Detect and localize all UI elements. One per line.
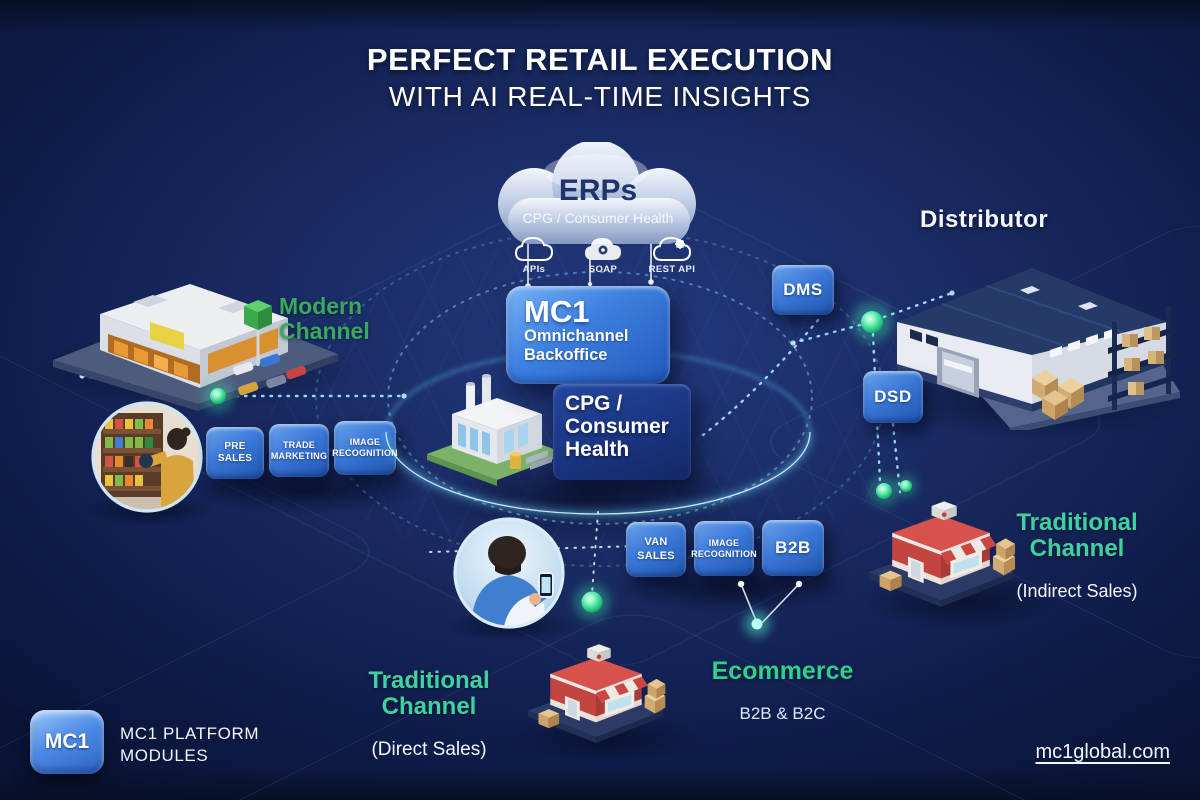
channel-sign-icon (244, 300, 272, 366)
cloud-gear-icon (652, 236, 692, 261)
cpg-consumer-health-box: CPG / Consumer Health (553, 384, 691, 480)
label-subtitle: (Direct Sales) (371, 738, 487, 760)
module-b2b: B2B (762, 520, 824, 576)
mc1-product-line2: Backoffice (524, 345, 608, 364)
title-line1: PERFECT RETAIL EXECUTION (366, 42, 834, 77)
module-van-sales: VAN SALES (626, 522, 686, 577)
mc1-brand: MC1 (524, 294, 590, 329)
label-title: Traditional Channel (368, 666, 490, 720)
erp-cloud: ERPs CPG / Consumer Health (468, 142, 728, 250)
integration-apis: APIs (505, 236, 563, 275)
merchandiser-photo-badge (91, 401, 203, 513)
mc1-logo-text: MC1 (44, 730, 90, 753)
label-modern-channel: Modern Channel (279, 293, 370, 345)
label-traditional-indirect: Traditional Channel (Indirect Sales) (988, 492, 1166, 619)
cloud-icon (514, 236, 554, 261)
cloud-gear-icon (585, 238, 621, 260)
integration-rest-api: REST API (643, 236, 701, 275)
mc1-backoffice-box: MC1 Omnichannel Backoffice (506, 286, 670, 384)
module-image-recognition-left: IMAGE RECOGNITION (332, 421, 398, 475)
label-title: Ecommerce (711, 656, 854, 685)
erp-cloud-title: ERPs (558, 174, 638, 207)
title-line2: WITH AI REAL-TIME INSIGHTS (388, 81, 812, 112)
label-subtitle: B2B & B2C (739, 703, 826, 723)
sales-rep-photo-badge (453, 517, 565, 629)
mc1-product-line1: Omnichannel (524, 327, 629, 345)
module-dsd: DSD (863, 371, 923, 423)
module-dms: DMS (772, 265, 834, 315)
integration-methods: APIs SOAP REST API (505, 236, 701, 275)
website-link[interactable]: mc1global.com (1035, 741, 1170, 763)
module-trade-marketing: TRADE MARKETING (269, 424, 329, 477)
supermarket-illustration (53, 284, 338, 411)
module-pre-sales: PRE SALES (206, 427, 264, 479)
integration-soap: SOAP (574, 236, 632, 275)
warehouse-illustration (897, 268, 1180, 430)
label-ecommerce: Ecommerce B2B & B2C (695, 640, 870, 741)
label-subtitle: (Indirect Sales) (1016, 580, 1138, 601)
page-title: PERFECT RETAIL EXECUTION WITH AI REAL-TI… (0, 44, 1200, 111)
label-title: Traditional Channel (1016, 508, 1138, 562)
mc1-logo: MC1 (30, 710, 104, 774)
erp-cloud-subtitle: CPG / Consumer Health (522, 210, 674, 226)
platform-modules-caption: MC1 PLATFORM MODULES (120, 724, 260, 766)
shop-direct-illustration (528, 644, 666, 744)
factory-illustration (427, 374, 567, 486)
module-image-recognition-center: IMAGE RECOGNITION (691, 521, 757, 576)
label-traditional-direct: Traditional Channel (Direct Sales) (340, 650, 518, 778)
label-distributor: Distributor (920, 206, 1049, 233)
